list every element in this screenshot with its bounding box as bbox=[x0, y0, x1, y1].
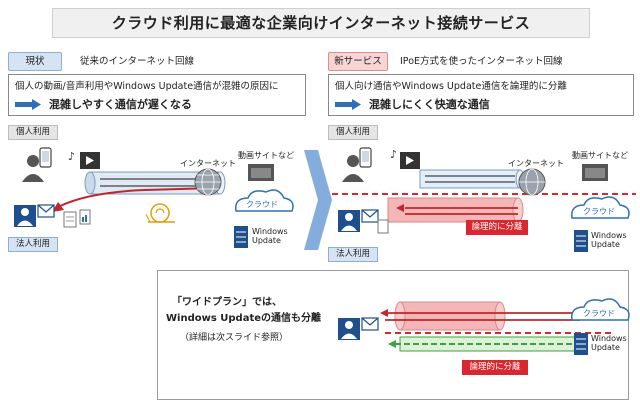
video-player-icon bbox=[400, 152, 420, 169]
music-note-icon: ♪ bbox=[68, 150, 75, 163]
solution-line2: 混雑しにくく快適な通信 bbox=[369, 98, 490, 111]
chart-doc-icon bbox=[79, 209, 91, 225]
windows-update-label: Windows Update bbox=[591, 231, 627, 249]
personal-user-icon bbox=[342, 155, 364, 182]
wide-plan-panel bbox=[157, 270, 629, 400]
cloud-icon bbox=[571, 196, 630, 219]
problem-line1: 個人の動画/音声利用やWindows Update通信が混雑の原因に bbox=[15, 81, 279, 92]
logical-separation-tag: 論理的に分離 bbox=[462, 360, 528, 375]
cloud-label: クラウド bbox=[246, 200, 278, 209]
new-line-desc: IPoE方式を使ったインターネット回線 bbox=[400, 56, 563, 67]
wide-plan-note: （詳細は次スライド参照） bbox=[180, 333, 289, 343]
cloud-pipe bbox=[394, 301, 506, 331]
snail-icon bbox=[145, 203, 175, 223]
corporate-user-icon bbox=[338, 210, 360, 232]
document-icon bbox=[63, 211, 77, 228]
arrow-right-icon bbox=[335, 99, 361, 110]
personal-use-tag: 個人利用 bbox=[8, 125, 58, 140]
personal-pipe bbox=[419, 169, 525, 189]
mail-icon bbox=[361, 317, 379, 331]
solution-box: 個人向け通信やWindows Update通信を論理的に分離 混雑しにくく快適な… bbox=[328, 74, 634, 116]
music-note-icon: ♪ bbox=[390, 148, 397, 161]
svg-text:♪: ♪ bbox=[390, 148, 397, 161]
smartphone-icon bbox=[359, 147, 372, 168]
video-site-icon bbox=[582, 164, 608, 181]
corporate-use-tag: 法人利用 bbox=[8, 237, 58, 252]
status-badge-current: 現状 bbox=[8, 52, 62, 71]
wide-plan-line1: 「ワイドプラン」では、 bbox=[172, 297, 282, 308]
cloud-label: クラウド bbox=[583, 309, 615, 318]
wide-plan-line2: Windows Updateの通信も分離 bbox=[166, 313, 322, 324]
video-site-label: 動画サイトなど bbox=[572, 151, 628, 160]
internet-label: インターネット bbox=[180, 159, 236, 168]
cloud-icon bbox=[235, 189, 294, 212]
mail-icon bbox=[361, 209, 379, 223]
arrow-right-icon bbox=[15, 99, 41, 110]
internet-label: インターネット bbox=[508, 159, 564, 168]
page-title: クラウド利用に最適な企業向けインターネット接続サービス bbox=[52, 8, 590, 38]
corporate-use-tag: 法人利用 bbox=[328, 247, 378, 262]
windows-update-label: Windows Update bbox=[591, 334, 627, 352]
svg-text:♪: ♪ bbox=[68, 150, 75, 163]
globe-icon bbox=[194, 168, 222, 196]
status-badge-new: 新サービス bbox=[328, 52, 388, 71]
personal-user-icon bbox=[22, 155, 44, 182]
windows-update-server-icon bbox=[574, 230, 588, 252]
problem-line2: 混雑しやすく通信が遅くなる bbox=[49, 98, 192, 111]
windows-update-pipe bbox=[388, 336, 581, 352]
current-line-desc: 従来のインターネット回線 bbox=[80, 56, 195, 67]
video-player-icon bbox=[80, 152, 100, 169]
globe-icon bbox=[518, 168, 546, 196]
solution-line1: 個人向け通信やWindows Update通信を論理的に分離 bbox=[335, 81, 567, 92]
windows-update-label: Windows Update bbox=[252, 227, 288, 245]
smartphone-icon bbox=[39, 147, 52, 168]
logical-separation-tag: 論理的に分離 bbox=[466, 220, 528, 235]
windows-update-server-icon bbox=[234, 226, 248, 248]
cloud-label: クラウド bbox=[583, 207, 615, 216]
document-icon bbox=[377, 219, 389, 234]
corporate-pipe bbox=[387, 197, 524, 223]
windows-update-server-icon bbox=[574, 333, 588, 355]
video-site-label: 動画サイトなど bbox=[238, 151, 294, 160]
problem-box: 個人の動画/音声利用やWindows Update通信が混雑の原因に 混雑しやす… bbox=[8, 74, 306, 116]
corporate-user-icon bbox=[14, 205, 36, 227]
cloud-icon bbox=[571, 298, 630, 321]
corporate-user-icon bbox=[338, 318, 360, 340]
video-site-icon bbox=[248, 164, 274, 181]
personal-use-tag: 個人利用 bbox=[328, 125, 378, 140]
mail-icon bbox=[37, 204, 55, 218]
